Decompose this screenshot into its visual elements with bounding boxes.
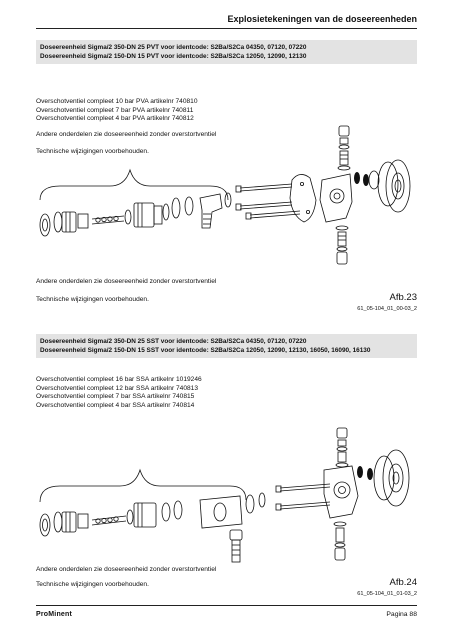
section2-band: Doseereenheid Sigma/2 350-DN 25 SST voor… bbox=[36, 334, 417, 358]
section1-note-other: Andere onderdelen zie doseereenheid zond… bbox=[36, 278, 217, 285]
section1-valve-1: Overschotventiel compleet 10 bar PVA art… bbox=[36, 98, 198, 105]
section1-valve-2: Overschotventiel compleet 7 bar PVA arti… bbox=[36, 106, 194, 114]
section1-valve-3: Overschotventiel compleet 4 bar PVA arti… bbox=[36, 115, 194, 123]
section2-note-other: Andere onderdelen zie doseereenheid zond… bbox=[36, 566, 217, 573]
figure-code-23: 61_05-104_01_00-03_2 bbox=[357, 306, 417, 312]
figure-code-24: 61_05-104_01_01-03_2 bbox=[357, 591, 417, 597]
section1-band-line-2: Doseereenheid Sigma/2 150-DN 15 PVT voor… bbox=[40, 53, 307, 60]
figure-label-24: Afb.24 bbox=[389, 577, 417, 588]
section1-valve-list: Overschotventiel compleet 10 bar PVA art… bbox=[36, 98, 198, 124]
section2-band-line-1: Doseereenheid Sigma/2 350-DN 25 SST voor… bbox=[40, 338, 307, 345]
section2-valve-2: Overschotventiel compleet 12 bar SSA art… bbox=[36, 384, 199, 392]
section1-band-line-1: Doseereenheid Sigma/2 350-DN 25 PVT voor… bbox=[40, 44, 307, 51]
header-divider bbox=[36, 28, 417, 29]
figure-label-23: Afb.23 bbox=[389, 292, 417, 303]
section2-valve-1: Overschotventiel compleet 16 bar SSA art… bbox=[36, 376, 202, 383]
footer-divider bbox=[36, 605, 417, 606]
section2-band-line-2: Doseereenheid Sigma/2 150-DN 15 SST voor… bbox=[40, 347, 371, 354]
section1-note-other-top: Andere onderdelen zie doseereenheid zond… bbox=[36, 131, 217, 138]
page-number: Pagina 88 bbox=[386, 611, 417, 618]
section2-valve-list: Overschotventiel compleet 16 bar SSA art… bbox=[36, 376, 202, 410]
section1-note-tech-top: Technische wijzigingen voorbehouden. bbox=[36, 148, 149, 155]
section2-valve-3: Overschotventiel compleet 7 bar SSA arti… bbox=[36, 393, 195, 401]
section2-valve-4: Overschotventiel compleet 4 bar SSA arti… bbox=[36, 401, 195, 409]
exploded-drawing-1 bbox=[39, 125, 411, 265]
section1-note-tech: Technische wijzigingen voorbehouden. bbox=[36, 296, 149, 303]
section2-note-tech: Technische wijzigingen voorbehouden. bbox=[36, 581, 149, 588]
section1-band: Doseereenheid Sigma/2 350-DN 25 PVT voor… bbox=[36, 40, 417, 64]
page-header-title: Explosietekeningen van de doseereenheden bbox=[227, 14, 417, 24]
prominent-logo: ProMinent bbox=[36, 611, 73, 618]
